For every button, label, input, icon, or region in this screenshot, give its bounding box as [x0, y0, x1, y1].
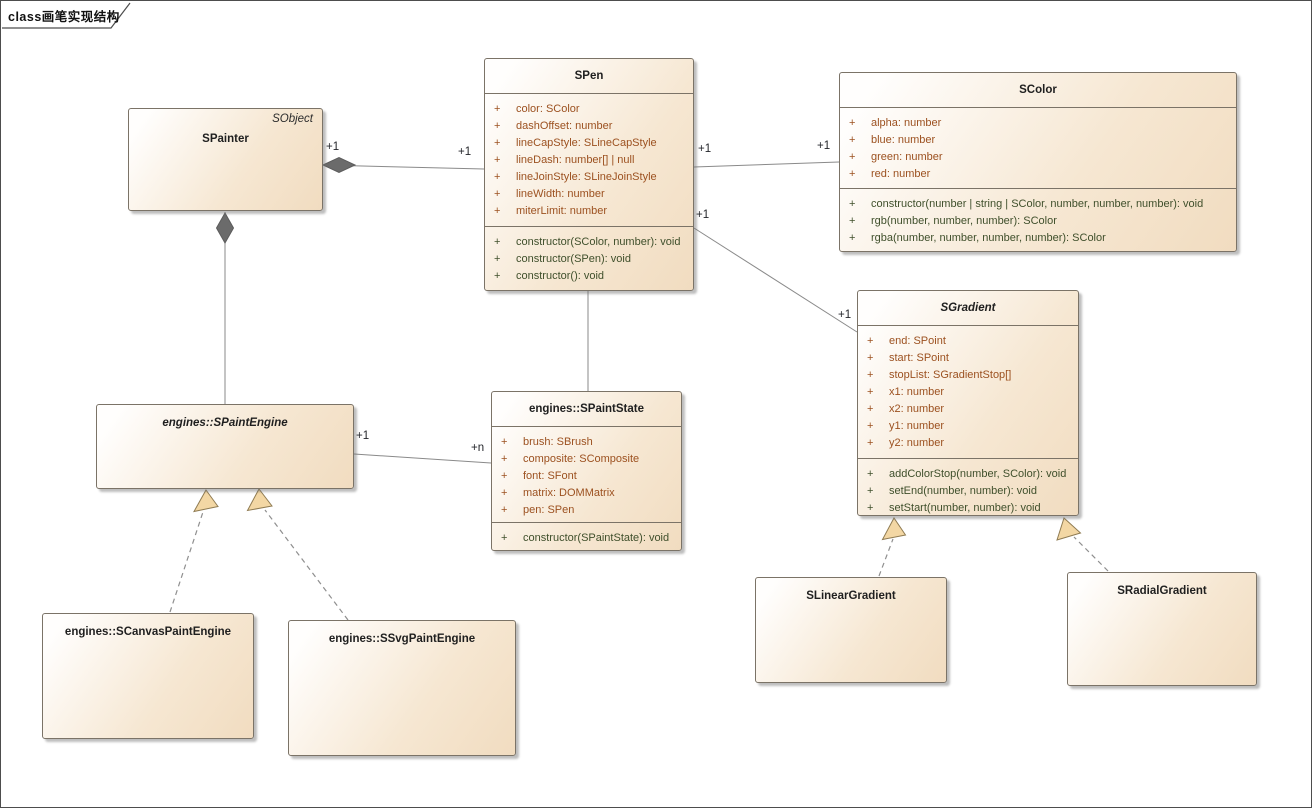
attributes-compartment: +color: SColor +dashOffset: number +lineCa…: [485, 93, 693, 226]
member-row: +lineCapStyle: SLineCapStyle: [494, 137, 657, 149]
member-row: +constructor(SColor, number): void: [494, 236, 681, 248]
edge-spaintengine-spaintstate: [353, 453, 492, 464]
class-spaintstate[interactable]: engines::SPaintState +brush: SBrush+comp…: [491, 391, 682, 551]
operations-compartment: +constructor(SColor, number): void +const…: [485, 226, 693, 290]
class-sgradient[interactable]: SGradient +end: SPoint +start: SPoint +sto…: [857, 290, 1079, 516]
diagram-frame-label: class画笔实现结构: [8, 10, 120, 24]
class-name: SLinearGradient: [806, 590, 896, 602]
class-scanvaspaintengine[interactable]: engines::SCanvasPaintEngine: [42, 613, 254, 739]
composition-diamond-spainter-spen: [321, 156, 357, 174]
edge-ssvg-spaintengine: [264, 509, 349, 621]
member-row: +y1: number: [867, 420, 945, 432]
edge-slinear-sgradient: [878, 538, 894, 577]
generalization-arrow-sradial: [1056, 517, 1082, 541]
edge-spen-sgradient: [693, 227, 858, 333]
class-slineargradient[interactable]: SLinearGradient: [755, 577, 947, 683]
stereotype-label: SObject: [272, 113, 313, 125]
member-row: +brush: SBrush: [501, 436, 593, 448]
member-row: +lineJoinStyle: SLineJoinStyle: [494, 171, 657, 183]
class-name: SPainter: [202, 133, 249, 145]
member-row: +rgba(number, number, number, number): S…: [849, 232, 1106, 244]
member-row: +miterLimit: number: [494, 205, 608, 217]
member-row: +alpha: number: [849, 117, 942, 129]
operations-compartment: +constructor(SPaintState): void: [492, 522, 681, 550]
operations-compartment: +addColorStop(number, SColor): void +setE…: [858, 458, 1078, 515]
generalization-arrow-ssvg: [246, 488, 273, 512]
class-name: engines::SPaintEngine: [162, 417, 288, 429]
member-row: +rgb(number, number, number): SColor: [849, 215, 1057, 227]
class-ssvgpaintengine[interactable]: engines::SSvgPaintEngine: [288, 620, 516, 756]
edge-sradial-sgradient: [1073, 536, 1109, 572]
class-scolor[interactable]: SColor +alpha: number +blue: number +green…: [839, 72, 1237, 252]
edge-scanvas-spaintengine: [169, 511, 204, 613]
member-row: +matrix: DOMMatrix: [501, 487, 615, 499]
member-row: +setStart(number, number): void: [867, 502, 1041, 514]
attributes-compartment: +end: SPoint +start: SPoint +stopList: SGr…: [858, 325, 1078, 458]
member-row: +constructor(SPen): void: [494, 253, 631, 265]
member-row: +lineWidth: number: [494, 188, 605, 200]
multiplicity-label: +1: [356, 430, 370, 442]
member-row: +composite: SComposite: [501, 453, 640, 465]
member-row: +lineDash: number[] | null: [494, 154, 635, 166]
class-name: SPen: [574, 70, 604, 82]
multiplicity-label: +n: [471, 442, 485, 454]
class-name: SColor: [1019, 84, 1057, 96]
member-row: +end: SPoint: [867, 335, 946, 347]
class-sradialgradient[interactable]: SRadialGradient: [1067, 572, 1257, 686]
attributes-compartment: +alpha: number +blue: number +green: numbe…: [840, 107, 1236, 188]
member-row: +red: number: [849, 168, 931, 180]
class-name: engines::SCanvasPaintEngine: [64, 626, 232, 638]
member-row: +addColorStop(number, SColor): void: [867, 468, 1067, 480]
member-row: +x2: number: [867, 403, 945, 415]
multiplicity-label: +1: [458, 146, 472, 158]
multiplicity-label: +1: [326, 141, 340, 153]
member-row: +blue: number: [849, 134, 936, 146]
member-row: +setEnd(number, number): void: [867, 485, 1037, 497]
multiplicity-label: +1: [698, 143, 712, 155]
member-row: +green: number: [849, 151, 943, 163]
edge-spen-scolor: [693, 161, 840, 168]
class-name: SGradient: [940, 302, 996, 314]
class-name: engines::SSvgPaintEngine: [328, 633, 476, 645]
generalization-arrow-slinear: [881, 517, 907, 541]
class-name: engines::SPaintState: [528, 403, 645, 415]
member-row: +color: SColor: [494, 103, 580, 115]
frame-tab-outline: [2, 2, 131, 29]
operations-compartment: +constructor(number | string | SColor, n…: [840, 188, 1236, 251]
member-row: +dashOffset: number: [494, 120, 613, 132]
member-row: +constructor(SPaintState): void: [501, 532, 670, 544]
attributes-compartment: +brush: SBrush +composite: SComposite +fon…: [492, 426, 681, 522]
member-row: +pen: SPen: [501, 504, 575, 516]
class-spaintengine[interactable]: engines::SPaintEngine: [96, 404, 354, 489]
class-name: SRadialGradient: [1117, 585, 1207, 597]
multiplicity-label: +1: [838, 309, 852, 321]
class-spen[interactable]: SPen +color: SColor +dashOffset: number +l…: [484, 58, 694, 291]
member-row: +font: SFont: [501, 470, 577, 482]
member-row: +constructor(): void: [494, 270, 605, 282]
member-row: +x1: number: [867, 386, 945, 398]
class-spainter[interactable]: SObject SPainter: [128, 108, 323, 211]
multiplicity-label: +1: [817, 140, 831, 152]
member-row: +start: SPoint: [867, 352, 949, 364]
member-row: +constructor(number | string | SColor, n…: [849, 198, 1204, 210]
generalization-arrow-scanvas: [193, 489, 219, 513]
member-row: +stopList: SGradientStop[]: [867, 369, 1012, 381]
composition-diamond-spainter-spaintengine: [215, 211, 235, 245]
member-row: +y2: number: [867, 437, 945, 449]
multiplicity-label: +1: [696, 209, 710, 221]
